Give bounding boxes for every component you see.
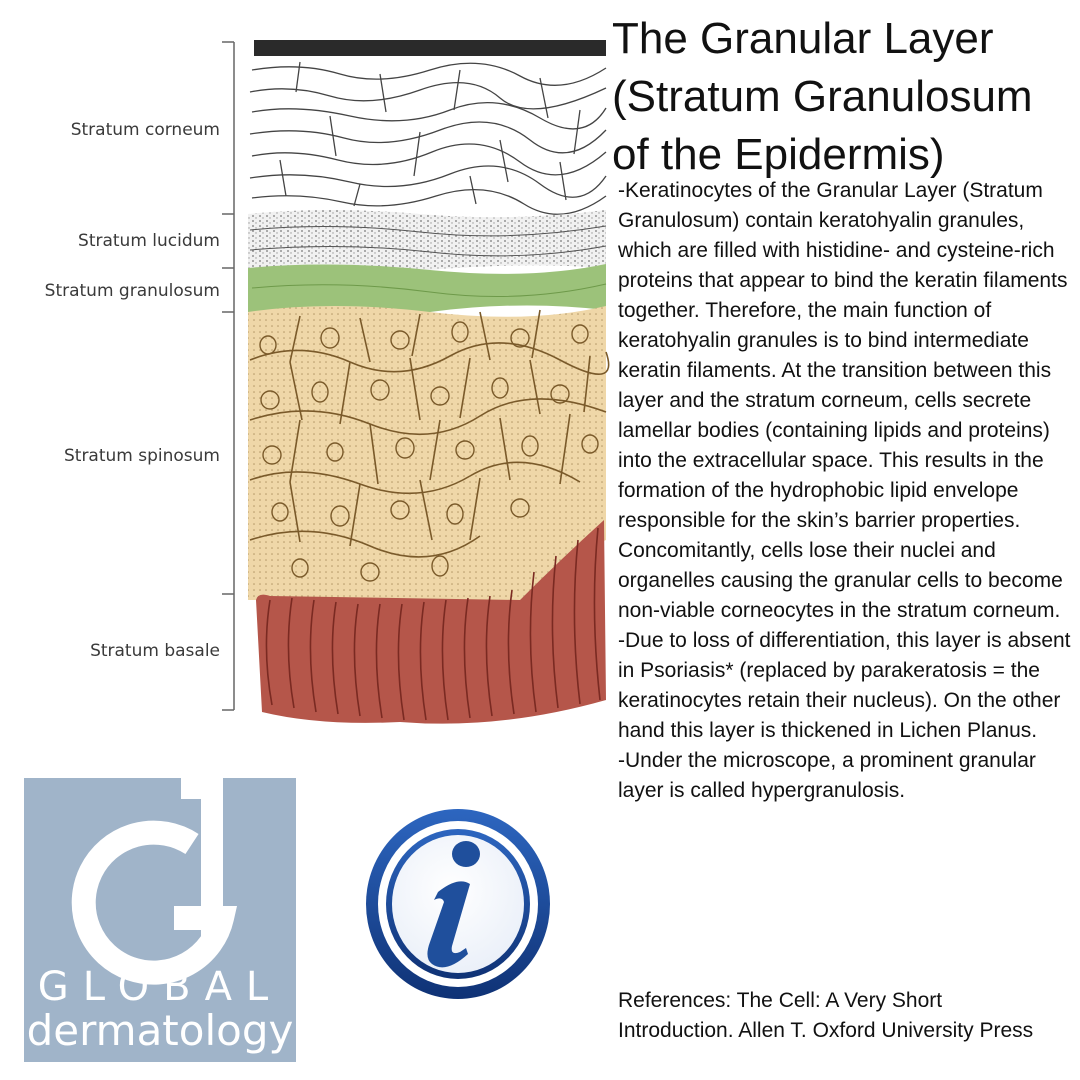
- label-stratum-corneum: Stratum corneum: [71, 120, 220, 140]
- logo-subtitle: dermatology: [26, 1006, 294, 1055]
- logo-word: GLOBAL: [37, 964, 283, 1010]
- body-text: -Keratinocytes of the Granular Layer (St…: [618, 176, 1080, 806]
- stratum-corneum-layer: [249, 40, 607, 215]
- paragraph-psoriasis: -Due to loss of differentiation, this la…: [618, 629, 1071, 742]
- paragraph-function: -Keratinocytes of the Granular Layer (St…: [618, 179, 1068, 622]
- label-stratum-lucidum: Stratum lucidum: [78, 231, 220, 251]
- info-icon: [366, 809, 550, 999]
- epidermis-diagram: Stratum corneum Stratum lucidum Stratum …: [45, 40, 610, 724]
- label-stratum-basale: Stratum basale: [90, 641, 220, 661]
- global-dermatology-logo: GLOBAL dermatology: [24, 778, 296, 1062]
- page-title: The Granular Layer (Stratum Granulosum o…: [612, 14, 1033, 179]
- stratum-spinosum-layer: [248, 306, 610, 600]
- g-mark-icon: [71, 778, 238, 985]
- label-stratum-spinosum: Stratum spinosum: [64, 446, 220, 466]
- stratum-granulosum-layer: [248, 264, 607, 318]
- layer-bracket: [222, 41, 235, 711]
- label-stratum-granulosum: Stratum granulosum: [45, 281, 220, 301]
- paragraph-hypergranulosis: -Under the microscope, a prominent granu…: [618, 749, 1036, 802]
- stratum-lucidum-layer: [248, 210, 607, 274]
- stratum-basale-layer: [256, 520, 606, 724]
- references-text: References: The Cell: A Very Short Intro…: [618, 989, 1034, 1042]
